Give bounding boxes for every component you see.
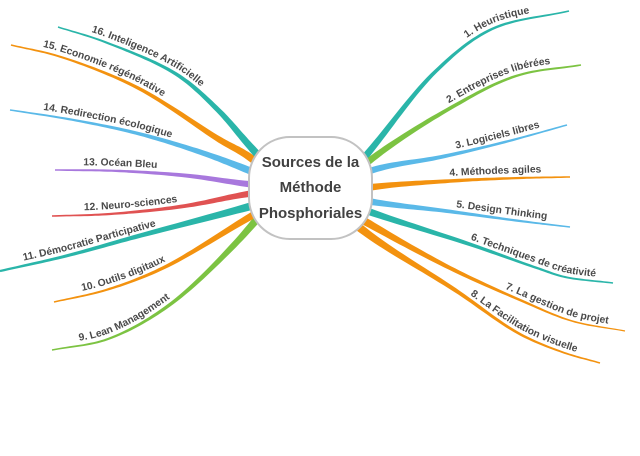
branch-label-9[interactable]: 9. Lean Management — [78, 291, 172, 343]
branch-label-1[interactable]: 1. Heuristique — [462, 5, 530, 40]
branch-label-2[interactable]: 2. Entreprises libérées — [445, 56, 551, 106]
central-topic-line-3: Phosphoriales — [258, 204, 363, 222]
branch-curve-13[interactable] — [55, 169, 301, 193]
branch-label-13[interactable]: 13. Océan Bleu — [83, 157, 157, 171]
branch-label-4[interactable]: 4. Méthodes agiles — [449, 164, 542, 179]
central-topic-line-2: Méthode — [279, 179, 342, 197]
branch-13: 13. Océan Bleu — [55, 157, 301, 193]
branch-curve-5[interactable] — [319, 187, 571, 228]
branch-label-6[interactable]: 6. Techniques de créativité — [469, 232, 596, 279]
central-topic-line-1: Sources de la — [261, 153, 360, 171]
branch-label-11[interactable]: 11. Démocratie Participative — [22, 218, 157, 263]
central-topic-node[interactable]: Sources de la Méthode Phosphoriales — [248, 136, 373, 240]
branch-label-14[interactable]: 14. Redirection écologique — [43, 102, 174, 141]
branch-curve-11[interactable] — [0, 187, 302, 273]
branch-curve-3[interactable] — [320, 124, 568, 198]
